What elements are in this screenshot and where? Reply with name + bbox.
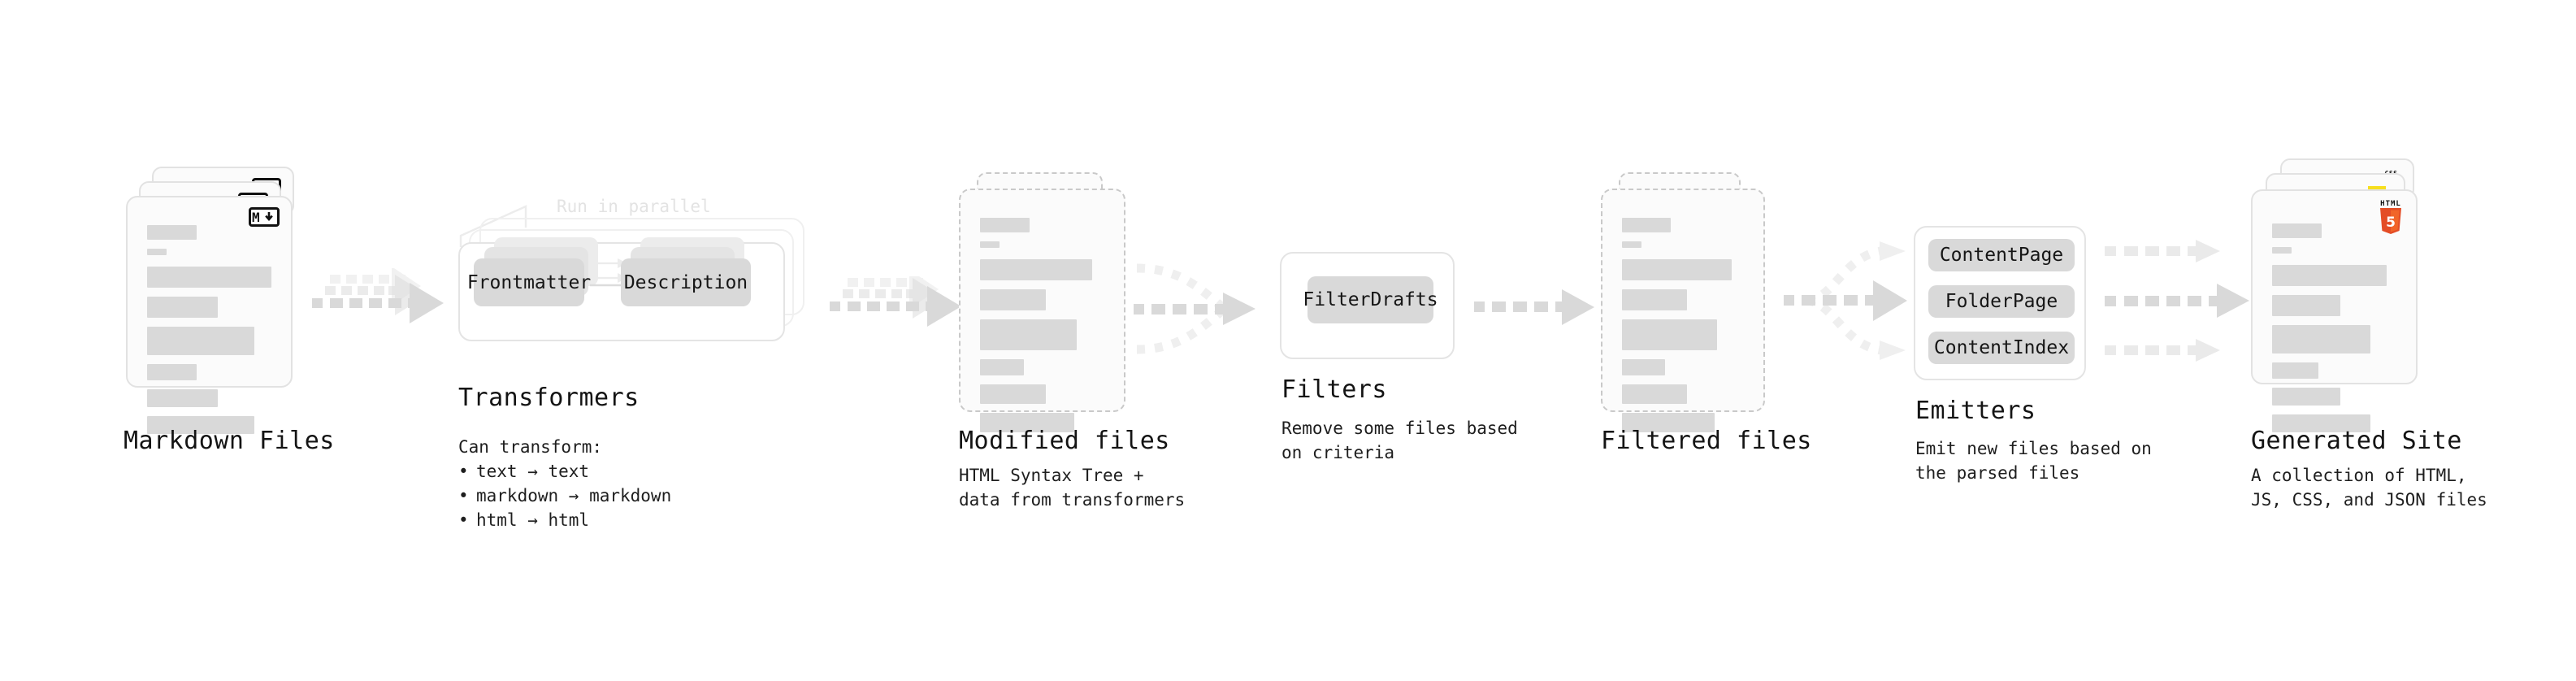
stage-desc-transformers: Can transform:: [458, 437, 603, 457]
html5-icon: HTML 5: [2379, 200, 2403, 239]
stage-label-markdown-files: Markdown Files: [124, 427, 335, 455]
bullet-icon: •: [458, 486, 469, 505]
stage-markdown-files: M M: [0, 0, 341, 681]
bullet-icon: •: [458, 462, 469, 481]
transformer-pill-frontmatter[interactable]: Frontmatter: [467, 258, 591, 306]
stage-label-modified-files: Modified files: [959, 427, 1170, 455]
stage-filtered-files: Filtered files: [1593, 0, 1885, 681]
stage-label-generated-site: Generated Site: [2251, 427, 2462, 455]
modified-file-card-front: [959, 189, 1125, 432]
stage-filters: FilterDrafts Filters Remove some files b…: [1280, 0, 1548, 681]
bullet-label: html → html: [476, 510, 590, 530]
connector-emitters-to-site: [2097, 223, 2275, 381]
html5-shield: 5: [2380, 208, 2401, 234]
list-item: • html → html: [458, 508, 671, 532]
connector-markdown-to-transformers: [307, 267, 453, 336]
bullet-icon: •: [458, 510, 469, 530]
generated-file-card-html: HTML 5: [2251, 189, 2418, 432]
bullet-label: text → text: [476, 462, 590, 481]
filtered-file-card-front: [1601, 189, 1765, 432]
stage-label-filters: Filters: [1281, 375, 1387, 404]
markdown-file-card-front: M: [126, 196, 293, 434]
run-in-parallel-note: Run in parallel: [557, 197, 711, 216]
stage-modified-files: Modified files HTML Syntax Tree + data f…: [959, 0, 1251, 681]
stage-emitters: ContentPage FolderPage ContentIndex Emit…: [1914, 0, 2198, 681]
stage-label-filtered-files: Filtered files: [1601, 427, 1812, 455]
stage-transformers: Run in parallel Frontmatter: [439, 0, 829, 681]
html5-digit: 5: [2386, 215, 2396, 231]
doc-placeholder-lines: [980, 218, 1104, 441]
markdown-icon: M: [249, 207, 280, 227]
filters-box: FilterDrafts: [1280, 252, 1455, 359]
connector-transformers-to-modified: [825, 270, 971, 345]
stage-label-emitters: Emitters: [1915, 397, 2036, 425]
list-item: • text → text: [458, 459, 671, 484]
transformer-bullet-list: • text → text • markdown → markdown • ht…: [458, 459, 671, 532]
stage-label-transformers: Transformers: [458, 384, 640, 412]
stage-generated-site: CSS HTML 5: [2251, 0, 2576, 681]
doc-placeholder-lines: [1622, 218, 1744, 441]
bullet-label: markdown → markdown: [476, 486, 672, 505]
stage-desc-generated-site: A collection of HTML, JS, CSS, and JSON …: [2251, 466, 2487, 510]
list-item: • markdown → markdown: [458, 484, 671, 508]
stage-desc-emitters: Emit new files based on the parsed files: [1915, 439, 2152, 483]
doc-placeholder-lines: [2272, 223, 2396, 441]
run-in-parallel-bracket: [459, 205, 527, 247]
emitter-pill-contentindex[interactable]: ContentIndex: [1928, 332, 2075, 364]
connector-filters-to-filtered: [1471, 288, 1609, 340]
connector-modified-to-filters: [1134, 258, 1276, 367]
emitters-box: ContentPage FolderPage ContentIndex: [1914, 226, 2086, 380]
markdown-glyph: M: [252, 211, 273, 223]
filter-pill-filterdrafts[interactable]: FilterDrafts: [1303, 276, 1438, 323]
stage-desc-modified-files: HTML Syntax Tree + data from transformer…: [959, 466, 1186, 510]
emitter-pill-contentpage[interactable]: ContentPage: [1928, 239, 2075, 271]
emitter-pill-folderpage[interactable]: FolderPage: [1928, 285, 2075, 318]
doc-placeholder-lines: [147, 225, 271, 443]
transformer-box: Frontmatter Description: [458, 237, 785, 341]
stage-desc-filters: Remove some files based on criteria: [1281, 419, 1518, 462]
svg-text:M: M: [252, 211, 260, 223]
transformer-pill-description[interactable]: Description: [621, 258, 751, 306]
connector-filtered-to-emitters: [1784, 223, 1938, 381]
